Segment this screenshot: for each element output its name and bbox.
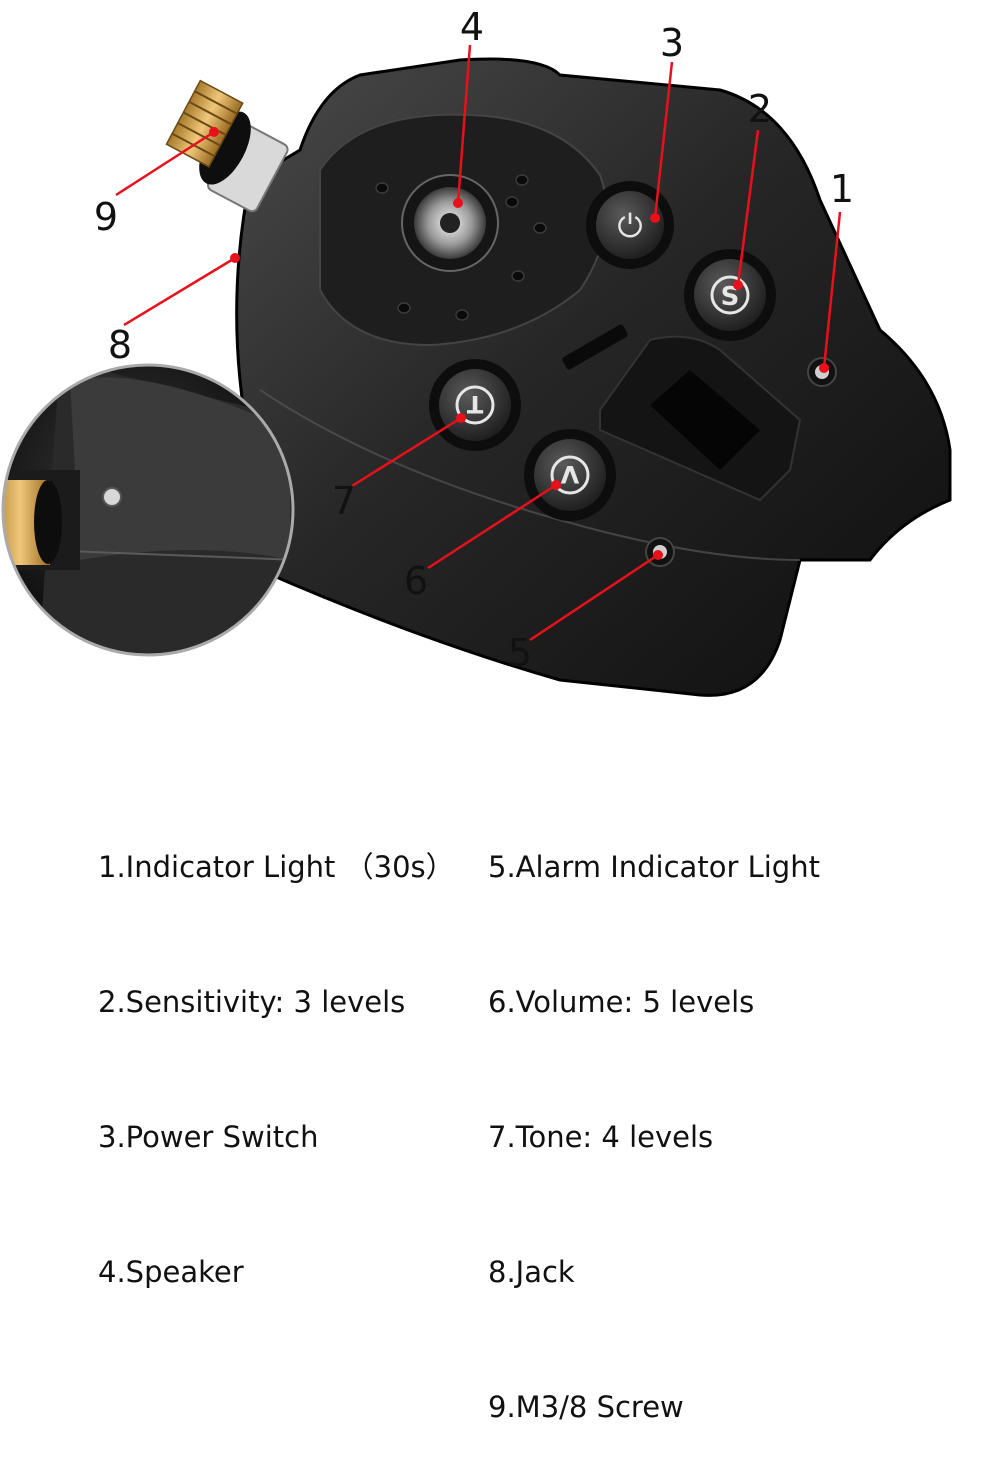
legend-item-alarm-indicator-light: 5.Alarm Indicator Light <box>488 850 820 884</box>
speaker-holes <box>375 174 547 321</box>
volume-icon: V <box>560 460 579 488</box>
legend-item-indicator-light: 1.Indicator Light （30s） <box>98 850 455 884</box>
tone-icon: T <box>466 390 483 418</box>
callout-4: 4 <box>460 5 484 49</box>
callout-3: 3 <box>660 21 684 65</box>
power-button[interactable]: ⏻ <box>586 181 674 269</box>
legend-item-tone: 7.Tone: 4 levels <box>488 1120 714 1154</box>
legend-item-jack: 8.Jack <box>488 1255 575 1289</box>
bite-alarm-diagram: ⏻ S T V <box>1 5 952 697</box>
legend-item-sensitivity: 2.Sensitivity: 3 levels <box>98 985 406 1019</box>
legend-right-column: 5.Alarm Indicator Light 6.Volume: 5 leve… <box>488 755 820 1475</box>
jack-zoom-inset <box>1 363 295 657</box>
line-slot <box>562 324 802 502</box>
sensitivity-button[interactable]: S <box>684 249 776 341</box>
legend-item-volume: 6.Volume: 5 levels <box>488 985 755 1019</box>
sensitivity-icon: S <box>721 282 740 312</box>
m3-8-screw <box>165 79 289 213</box>
callout-5: 5 <box>508 631 532 675</box>
callout-7: 7 <box>332 479 356 523</box>
callout-8: 8 <box>108 323 132 367</box>
volume-button[interactable]: V <box>524 429 616 521</box>
power-icon: ⏻ <box>617 207 642 245</box>
callout-lines <box>115 44 842 642</box>
legend-item-screw: 9.M3/8 Screw <box>488 1390 684 1424</box>
callout-6: 6 <box>404 559 428 603</box>
tone-button[interactable]: T <box>429 359 521 451</box>
legend-item-speaker: 4.Speaker <box>98 1255 244 1289</box>
speaker <box>401 174 499 272</box>
alarm-body: ⏻ S T V <box>235 57 952 697</box>
legend-left-column: 1.Indicator Light （30s） 2.Sensitivity: 3… <box>98 755 455 1340</box>
callout-2: 2 <box>748 87 772 131</box>
callout-9: 9 <box>94 195 118 239</box>
legend-item-power-switch: 3.Power Switch <box>98 1120 319 1154</box>
callout-dots <box>209 127 829 560</box>
callout-1: 1 <box>830 167 854 211</box>
